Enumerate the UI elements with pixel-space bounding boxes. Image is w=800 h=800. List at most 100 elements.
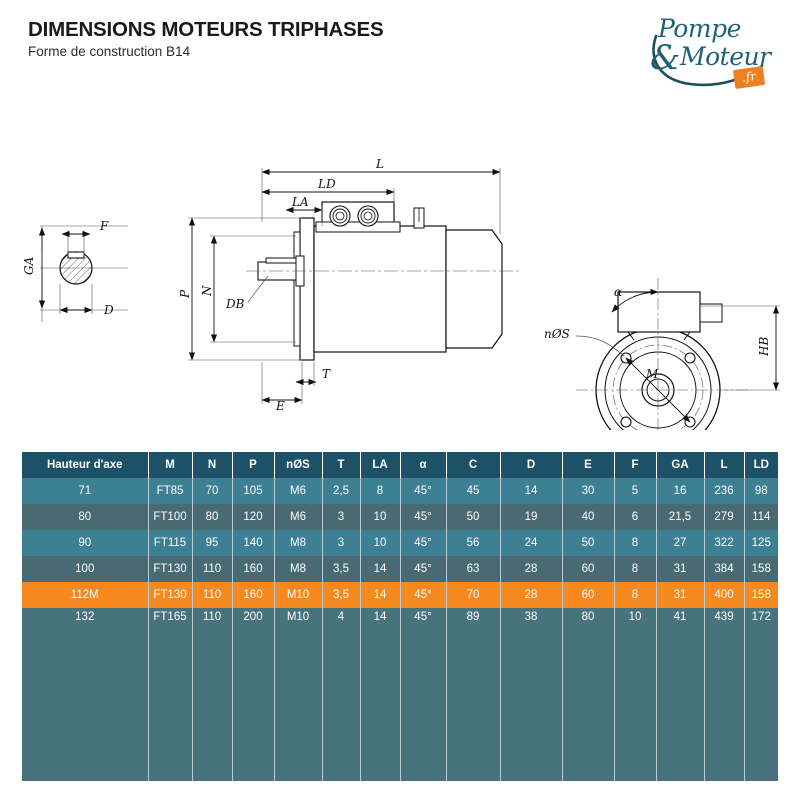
column-header-hauteur-d-axe: Hauteur d'axe [22,452,149,478]
cell-1-7: 45° [400,504,447,530]
column-header-p: P [232,452,275,478]
cell-4-8: 70 [446,582,501,608]
cell-4-2: 110 [192,582,233,608]
cell-3-0: 100 [22,556,149,582]
cell-4-9: 28 [500,582,563,608]
cell-1-0: 80 [22,504,149,530]
label-LD: LD [317,177,336,191]
label-E: E [275,399,285,413]
cell-1-13: 279 [704,504,745,530]
cell-4-0: 112M [22,582,149,608]
page-header: DIMENSIONS MOTEURS TRIPHASES Forme de co… [0,0,800,100]
cell-1-8: 50 [446,504,501,530]
cell-0-9: 14 [500,478,563,504]
cell-5-7: 45° [400,608,447,781]
label-LA: LA [291,195,309,209]
label-L: L [375,157,384,171]
label-M: M [645,367,659,381]
cell-0-2: 70 [192,478,233,504]
column-header-ld: LD [744,452,778,478]
cell-0-11: 5 [614,478,657,504]
cell-3-1: FT130 [148,556,193,582]
cell-1-3: 120 [232,504,275,530]
cell-5-3: 200 [232,608,275,781]
cell-5-4: M10 [274,608,323,781]
label-DB: DB [225,297,245,311]
column-header-l: L [704,452,745,478]
cell-5-8: 89 [446,608,501,781]
label-N: N [200,285,214,297]
label-F: F [99,219,109,233]
motor-dimension-drawing-svg: GA F D L LD LA P N DB E T α nØS M HB [22,157,780,466]
cell-0-3: 105 [232,478,275,504]
motor-side-view [188,168,520,404]
page-title: DIMENSIONS MOTEURS TRIPHASES [28,18,384,41]
column-header-m: M [148,452,193,478]
cell-5-13: 439 [704,608,745,781]
cell-2-8: 56 [446,530,501,556]
cell-0-5: 2,5 [322,478,361,504]
column-header-f: F [614,452,657,478]
page-subtitle: Forme de construction B14 [28,44,191,59]
cell-4-1: FT130 [148,582,193,608]
cell-1-6: 10 [360,504,401,530]
cell-1-12: 21,5 [656,504,705,530]
cell-0-7: 45° [400,478,447,504]
cell-2-2: 95 [192,530,233,556]
cell-0-4: M6 [274,478,323,504]
cell-0-13: 236 [704,478,745,504]
cell-5-14: 172 [744,608,778,781]
cell-0-8: 45 [446,478,501,504]
cell-3-6: 14 [360,556,401,582]
cell-1-4: M6 [274,504,323,530]
cell-3-13: 384 [704,556,745,582]
column-header-n: N [192,452,233,478]
cell-2-3: 140 [232,530,275,556]
cell-2-5: 3 [322,530,361,556]
cell-2-13: 322 [704,530,745,556]
label-D: D [103,303,114,317]
column-header-la: LA [360,452,401,478]
label-P: P [178,289,192,299]
cell-1-10: 40 [562,504,615,530]
column-header-n-s: nØS [274,452,323,478]
cell-4-12: 31 [656,582,705,608]
cell-3-12: 31 [656,556,705,582]
brand-logo: Pompe & Moteur .fr [642,12,782,90]
cell-2-6: 10 [360,530,401,556]
cell-0-1: FT85 [148,478,193,504]
cell-3-10: 60 [562,556,615,582]
column-header-ga: GA [656,452,705,478]
cell-5-5: 4 [322,608,361,781]
cell-5-11: 10 [614,608,657,781]
cell-4-13: 400 [704,582,745,608]
cell-3-3: 160 [232,556,275,582]
cell-3-4: M8 [274,556,323,582]
cell-1-9: 19 [500,504,563,530]
logo-text-pompe: Pompe [658,14,741,43]
cell-1-2: 80 [192,504,233,530]
cell-3-2: 110 [192,556,233,582]
cell-3-8: 63 [446,556,501,582]
cell-1-14: 114 [744,504,778,530]
cell-5-12: 41 [656,608,705,781]
column-header-t: T [322,452,361,478]
cell-2-1: FT115 [148,530,193,556]
cell-3-9: 28 [500,556,563,582]
cell-2-4: M8 [274,530,323,556]
cell-2-10: 50 [562,530,615,556]
cell-2-9: 24 [500,530,563,556]
cell-1-11: 6 [614,504,657,530]
label-T: T [322,367,331,381]
cell-5-2: 110 [192,608,233,781]
cell-3-5: 3,5 [322,556,361,582]
cell-2-14: 125 [744,530,778,556]
